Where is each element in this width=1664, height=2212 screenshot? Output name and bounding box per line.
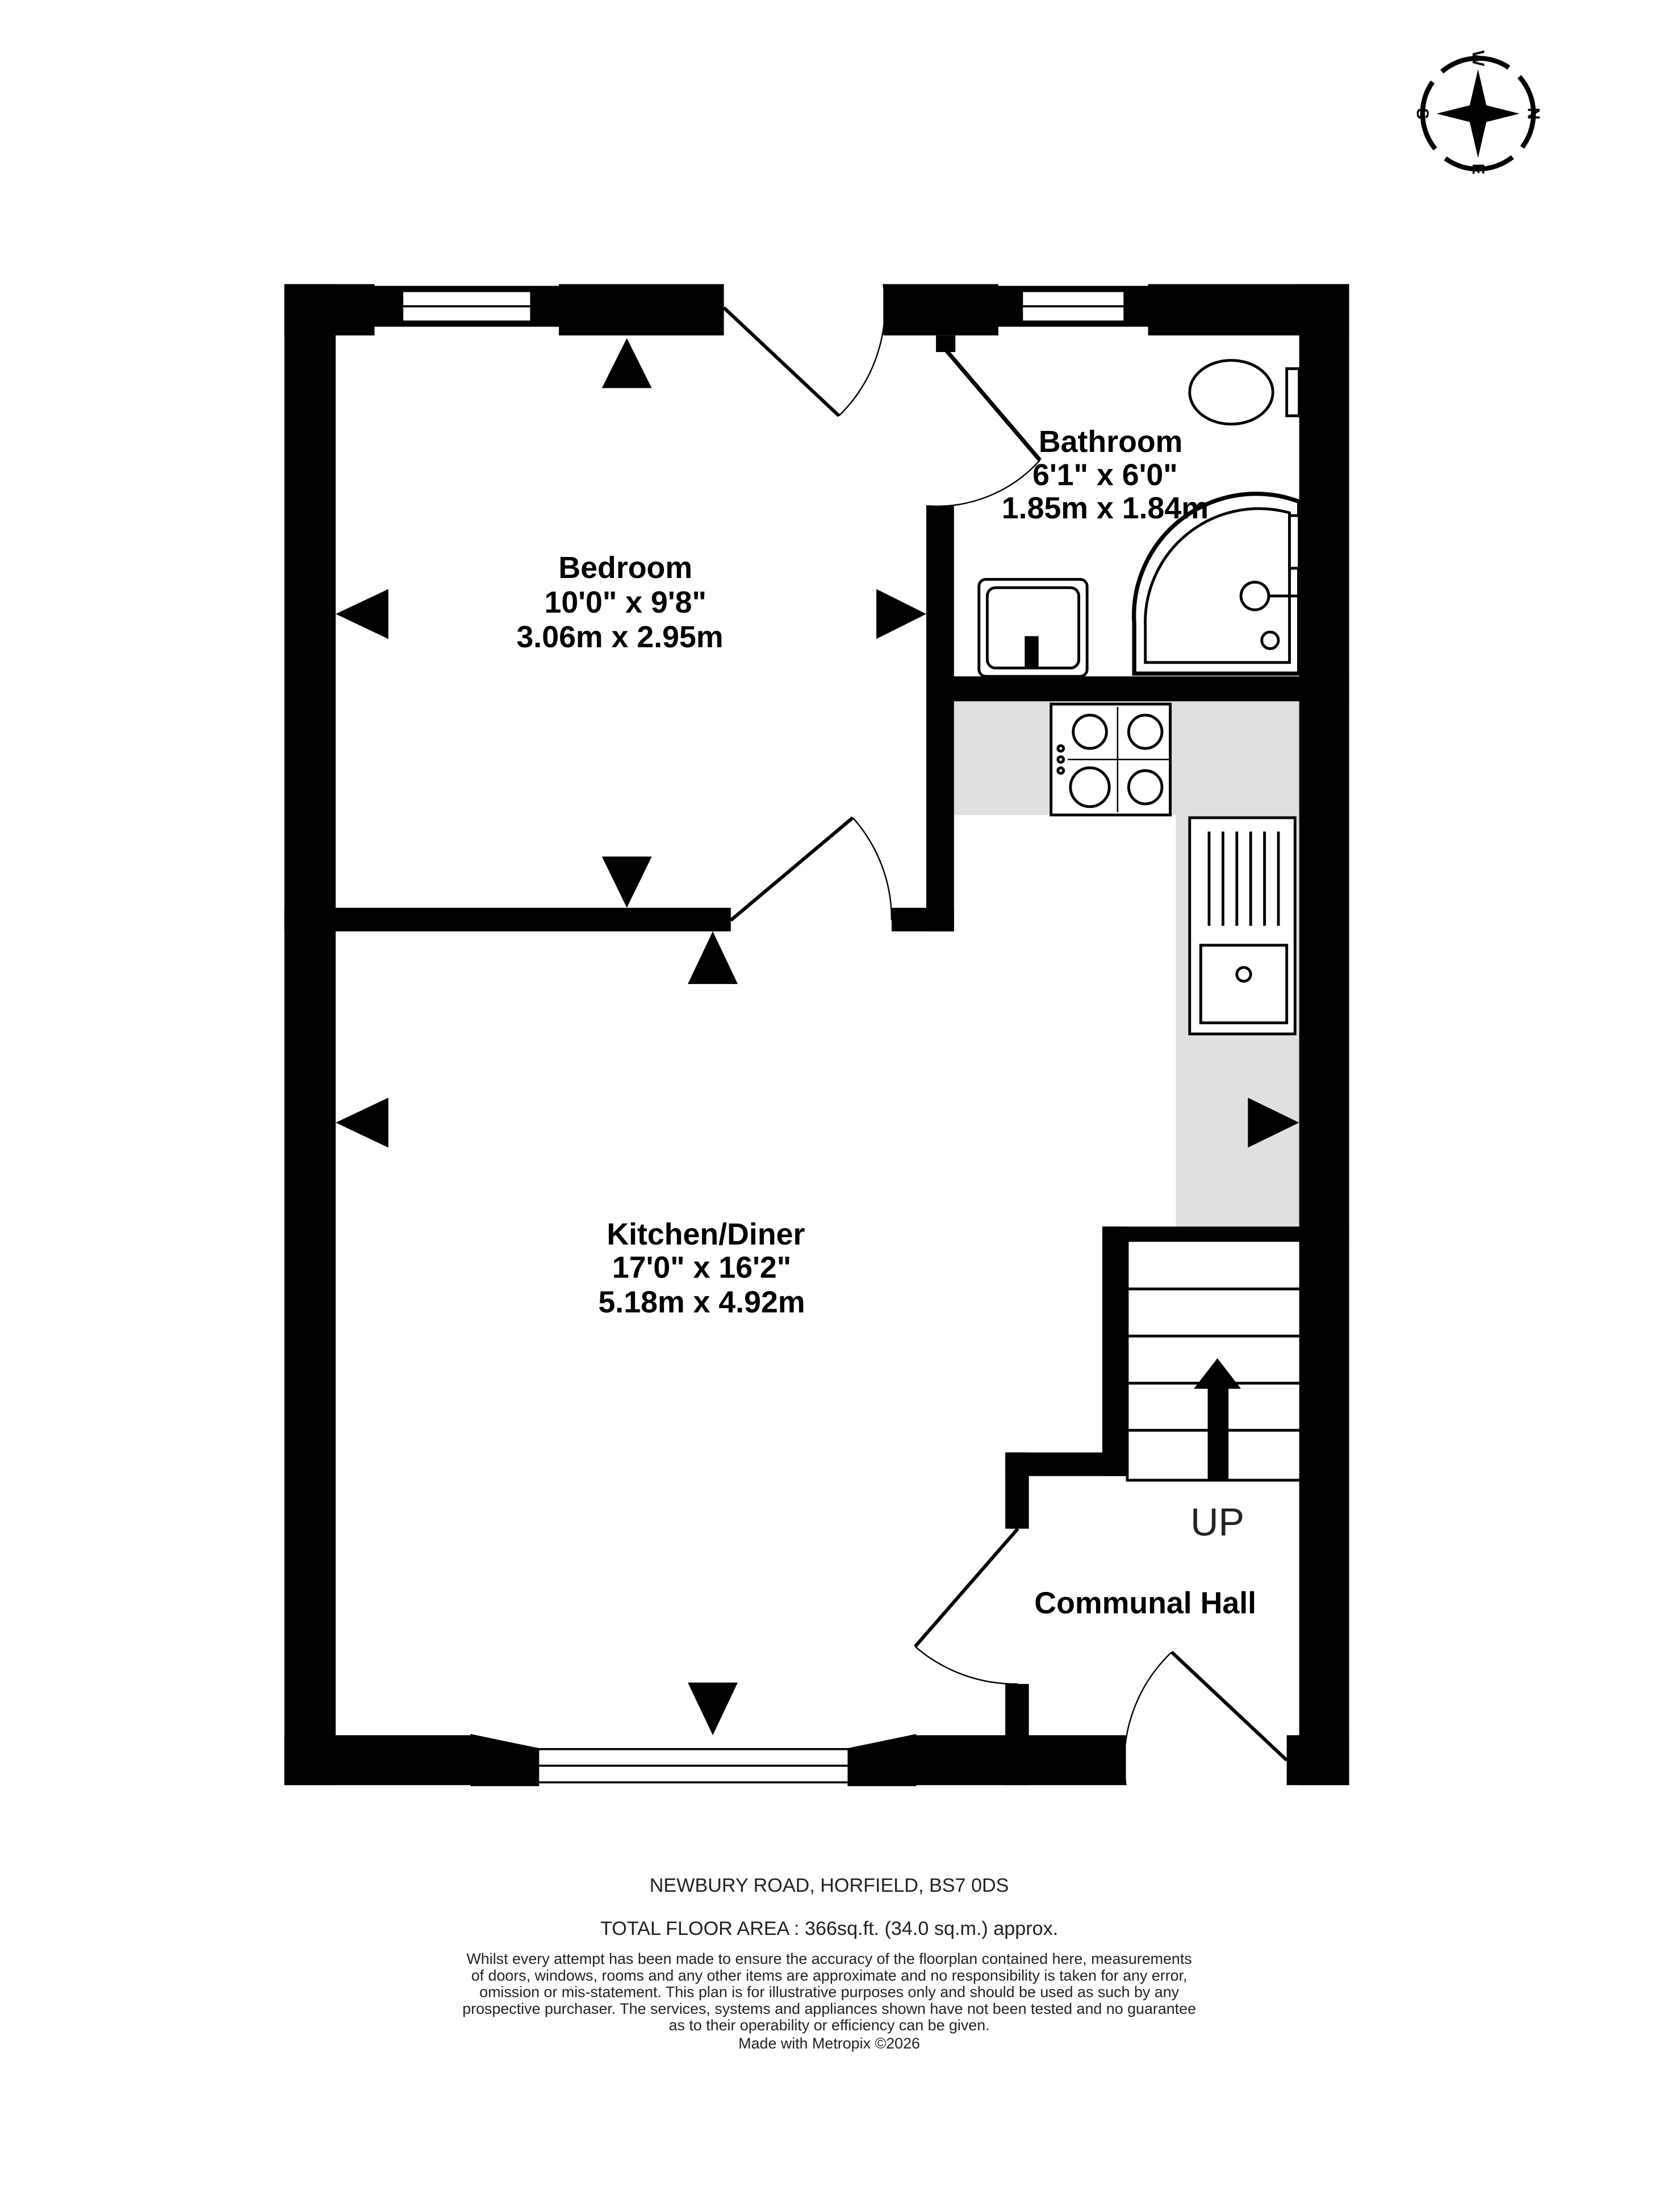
window-bathroom	[997, 286, 1149, 327]
credit: Made with Metropix ©2026	[738, 2035, 920, 2052]
room-label-bedroom: Bedroom 10'0" x 9'8" 3.06m x 2.95m	[516, 551, 723, 654]
disclaimer-line: as to their operability or efficiency ca…	[669, 2017, 990, 2034]
compass-south: S	[1413, 108, 1432, 119]
window-bedroom	[373, 286, 560, 327]
svg-text:1.85m x 1.84m: 1.85m x 1.84m	[1002, 491, 1209, 525]
room-label-hall: Communal Hall	[1034, 1586, 1256, 1620]
stairs-up-label: UP	[1190, 1501, 1244, 1544]
svg-text:Kitchen/Diner: Kitchen/Diner	[607, 1217, 805, 1251]
stairs	[1126, 1239, 1306, 1482]
arrow-up-icon	[688, 931, 738, 984]
window-kitchen	[470, 1734, 917, 1786]
toilet-icon	[1188, 359, 1301, 426]
shower-icon	[1132, 492, 1302, 676]
svg-text:10'0" x 9'8": 10'0" x 9'8"	[545, 585, 706, 619]
svg-text:Bedroom: Bedroom	[558, 551, 692, 585]
arrow-up-icon	[601, 338, 652, 388]
arrow-right-icon	[876, 589, 926, 639]
svg-text:5.18m x 4.92m: 5.18m x 4.92m	[598, 1285, 805, 1319]
sink-icon	[1188, 816, 1297, 1036]
disclaimer-line: prospective purchaser. The services, sys…	[462, 2000, 1196, 2017]
room-label-bathroom: Bathroom 6'1" x 6'0" 1.85m x 1.84m	[1002, 425, 1209, 525]
svg-text:Bathroom: Bathroom	[1039, 425, 1183, 459]
svg-text:6'1" x 6'0": 6'1" x 6'0"	[1032, 458, 1178, 492]
svg-text:3.06m x 2.95m: 3.06m x 2.95m	[516, 620, 723, 654]
total-floor-area: TOTAL FLOOR AREA : 366sq.ft. (34.0 sq.m.…	[600, 1918, 1058, 1939]
arrow-left-icon	[336, 1097, 388, 1148]
room-label-kitchen: Kitchen/Diner 17'0" x 16'2" 5.18m x 4.92…	[598, 1217, 805, 1319]
disclaimer-line: of doors, windows, rooms and any other i…	[471, 1967, 1188, 1984]
arrow-right-icon	[1248, 1097, 1299, 1148]
svg-text:17'0" x 16'2": 17'0" x 16'2"	[612, 1251, 791, 1285]
disclaimer-line: omission or mis-statement. This plan is …	[479, 1984, 1180, 2001]
stairs-up-arrow-icon	[1194, 1358, 1241, 1481]
disclaimer-line: Whilst every attempt has been made to en…	[466, 1950, 1191, 1967]
arrow-left-icon	[336, 589, 388, 639]
compass-north: N	[1524, 108, 1542, 120]
walls	[284, 284, 1349, 1786]
compass-icon: W N S E	[1413, 51, 1542, 175]
arrow-down-icon	[688, 1682, 738, 1736]
footer: NEWBURY ROAD, HORFIELD, BS7 0DS TOTAL FL…	[462, 1875, 1196, 2052]
windows	[373, 286, 1149, 1786]
basin-icon	[977, 577, 1089, 678]
compass-east: E	[1469, 164, 1487, 175]
address: NEWBURY ROAD, HORFIELD, BS7 0DS	[650, 1875, 1009, 1896]
arrow-down-icon	[601, 856, 652, 908]
doors	[722, 284, 1288, 1786]
hob-icon	[1050, 702, 1172, 816]
measurement-arrows	[336, 338, 1299, 1736]
compass-west: W	[1469, 51, 1487, 66]
